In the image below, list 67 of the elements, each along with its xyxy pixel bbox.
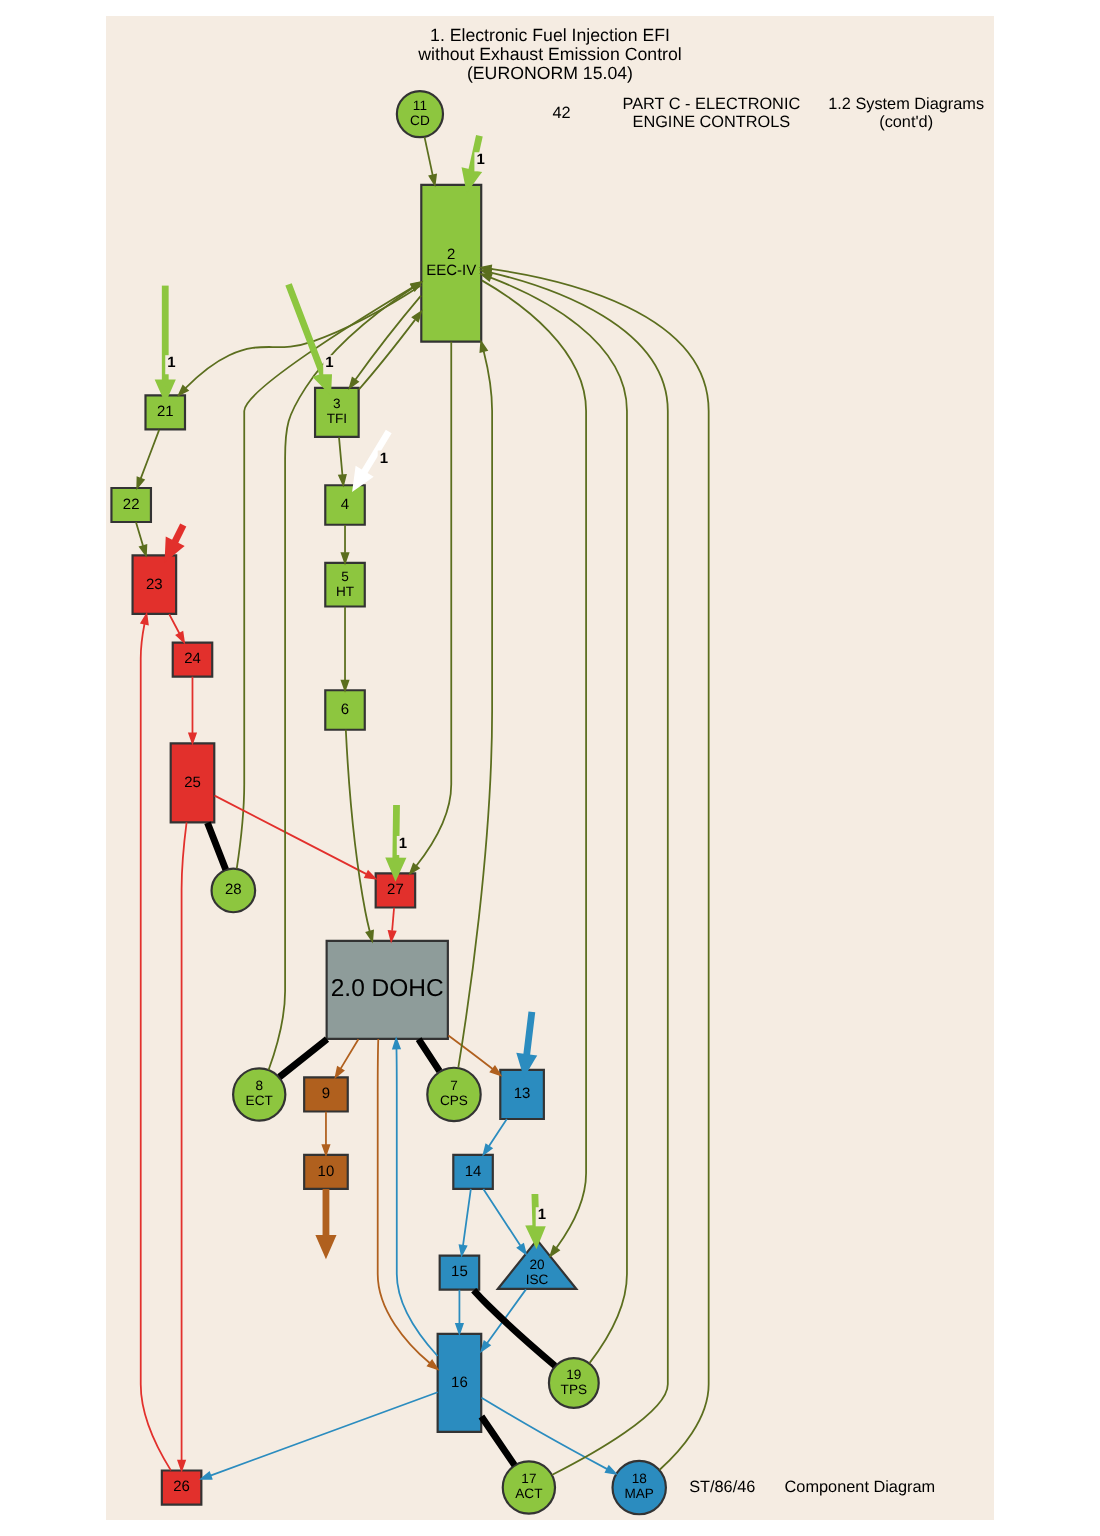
arrow — [385, 804, 407, 882]
arrow — [176, 284, 423, 397]
diagram-title: 1. Electronic Fuel Injection EFI without Exhaust Emission Control (EURONORM 15.04) — [418, 25, 682, 84]
node-box: 21 — [144, 394, 187, 431]
node-box: 24 — [171, 641, 214, 678]
arrow — [357, 309, 423, 391]
arrow — [168, 613, 186, 645]
edge-label: 1 — [537, 1205, 547, 1224]
arrow — [348, 294, 422, 390]
edge-label: 1 — [398, 833, 408, 852]
node-box: 22 — [110, 486, 153, 524]
arrow — [478, 273, 628, 1364]
arrow — [423, 136, 438, 188]
connector — [471, 1287, 558, 1369]
arrow — [479, 1288, 527, 1354]
node-box: 25 — [169, 742, 216, 824]
arrow — [408, 340, 453, 876]
node-box: 14 — [452, 1153, 494, 1190]
node-box: 13 — [499, 1068, 545, 1121]
arrow — [187, 675, 198, 746]
node-box: 15 — [438, 1254, 481, 1291]
arrow — [337, 436, 347, 488]
edge-label: 1 — [476, 150, 485, 169]
node-box: 23 — [131, 554, 178, 616]
arrow — [139, 611, 172, 1472]
arrow — [235, 280, 424, 870]
node-box: 6 — [324, 689, 366, 731]
edge-label: 1 — [325, 353, 334, 372]
node-box: 16 — [436, 1332, 483, 1434]
arrow — [213, 794, 378, 880]
arrow — [321, 1110, 331, 1158]
arrow — [457, 339, 493, 1069]
arrow — [164, 523, 187, 563]
connector — [415, 1037, 443, 1073]
arrow — [391, 1036, 439, 1357]
connector — [277, 1036, 330, 1080]
arrow — [135, 521, 148, 558]
connector — [204, 821, 229, 871]
arrow — [177, 821, 188, 1473]
arrow — [334, 1038, 360, 1080]
arrow — [315, 1188, 337, 1260]
node-box: 2.0 DOHC — [325, 939, 449, 1040]
node-box: 4 — [324, 484, 366, 526]
node-box: 27 — [374, 872, 417, 909]
arrow — [482, 1118, 508, 1157]
node-box: 2 EEC-IV — [420, 183, 483, 343]
edge-label: 1 — [167, 353, 176, 372]
arrow — [344, 728, 374, 944]
arrow — [387, 906, 397, 944]
node-box: 26 — [160, 1469, 203, 1506]
arrow — [482, 1188, 528, 1257]
arrow — [376, 1038, 440, 1371]
connector — [478, 1414, 518, 1467]
edge-label: 1 — [379, 448, 389, 467]
arrow — [480, 279, 587, 1258]
arrow — [447, 1034, 503, 1077]
arrow — [454, 1288, 464, 1337]
arrow — [340, 524, 350, 566]
node-circle: 28 — [210, 867, 257, 914]
arrow — [480, 1396, 619, 1475]
node-box: 10 — [303, 1153, 349, 1190]
arrow — [198, 1391, 439, 1480]
arrow — [267, 281, 424, 1071]
arrow — [458, 1188, 472, 1258]
arrow — [340, 605, 350, 693]
arrow — [136, 428, 161, 491]
node-box: 9 — [303, 1076, 349, 1113]
